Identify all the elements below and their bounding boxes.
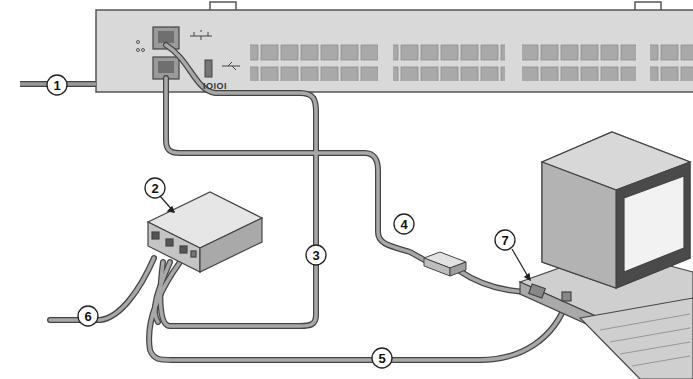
callout-number: 4 [400,218,407,231]
callout-number: 3 [312,249,319,262]
callout-circle [47,75,530,368]
cable-adapter [424,252,466,276]
terminal-server [148,192,262,272]
network-symbol [190,30,212,40]
usb-port [205,60,212,77]
callout-number: 2 [151,182,158,195]
keyboard-keys [600,314,690,366]
usb-symbol [222,62,240,70]
cable [50,45,568,360]
led-icon [137,41,145,52]
callout-number: 1 [53,79,60,92]
callout-number: 5 [378,352,385,365]
port-symbol: IOIOI [203,82,227,91]
callout-number: 6 [84,310,91,323]
callout-number: 7 [501,234,508,247]
switch-panel [96,10,693,92]
port-block [250,43,693,81]
computer [520,132,693,379]
